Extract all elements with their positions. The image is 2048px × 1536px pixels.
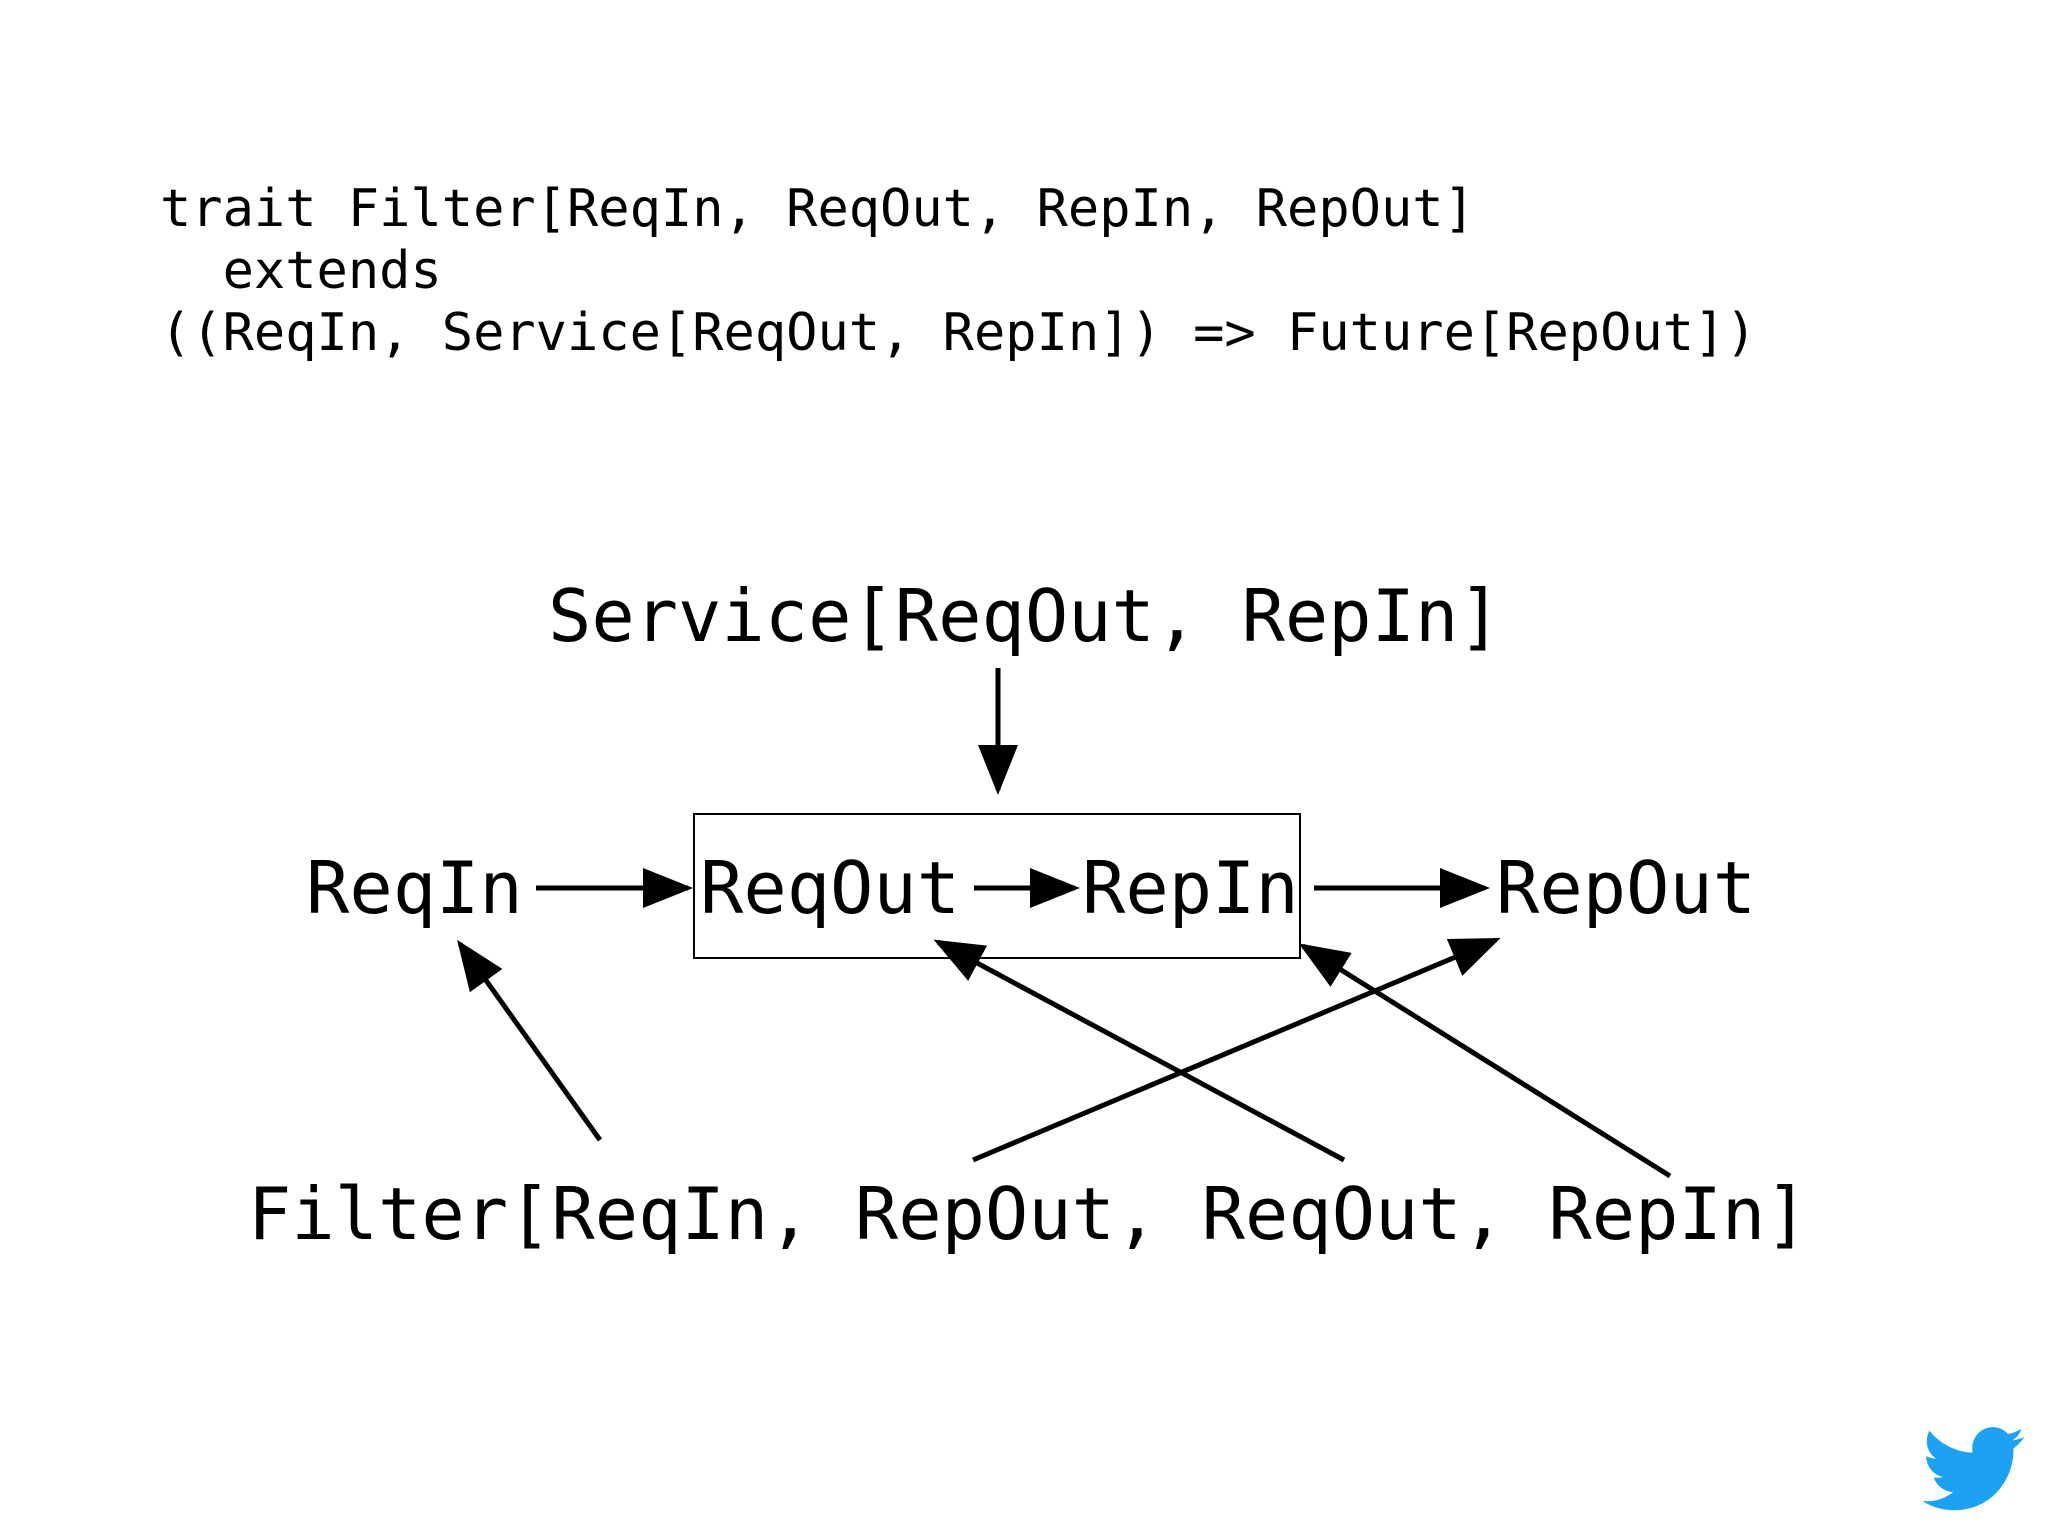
twitter-bird-icon (1922, 1427, 2025, 1511)
filter-reqin-arrow (457, 939, 603, 1142)
reqout-label: ReqOut (700, 846, 961, 930)
repout-label: RepOut (1496, 846, 1757, 930)
repin-label: RepIn (1082, 846, 1299, 930)
code-line-3: ((ReqIn, Service[ReqOut, RepIn]) => Futu… (160, 303, 1757, 363)
code-snippet: trait Filter[ReqIn, ReqOut, RepIn, RepOu… (160, 178, 1757, 364)
service-label: Service[ReqOut, RepIn] (548, 574, 1502, 658)
reqin-label: ReqIn (306, 846, 523, 930)
code-line-1: trait Filter[ReqIn, ReqOut, RepIn, RepOu… (160, 179, 1475, 239)
filter-reqout-arrow (933, 939, 1346, 1163)
code-line-2: extends (160, 241, 442, 301)
filter-label: Filter[ReqIn, RepOut, ReqOut, RepIn] (248, 1172, 1809, 1256)
twitter-bird-shape (1922, 1427, 2025, 1511)
filter-repin-arrow (1298, 943, 1672, 1179)
filter-repout-arrow (972, 937, 1501, 1163)
service-box (693, 813, 1301, 959)
